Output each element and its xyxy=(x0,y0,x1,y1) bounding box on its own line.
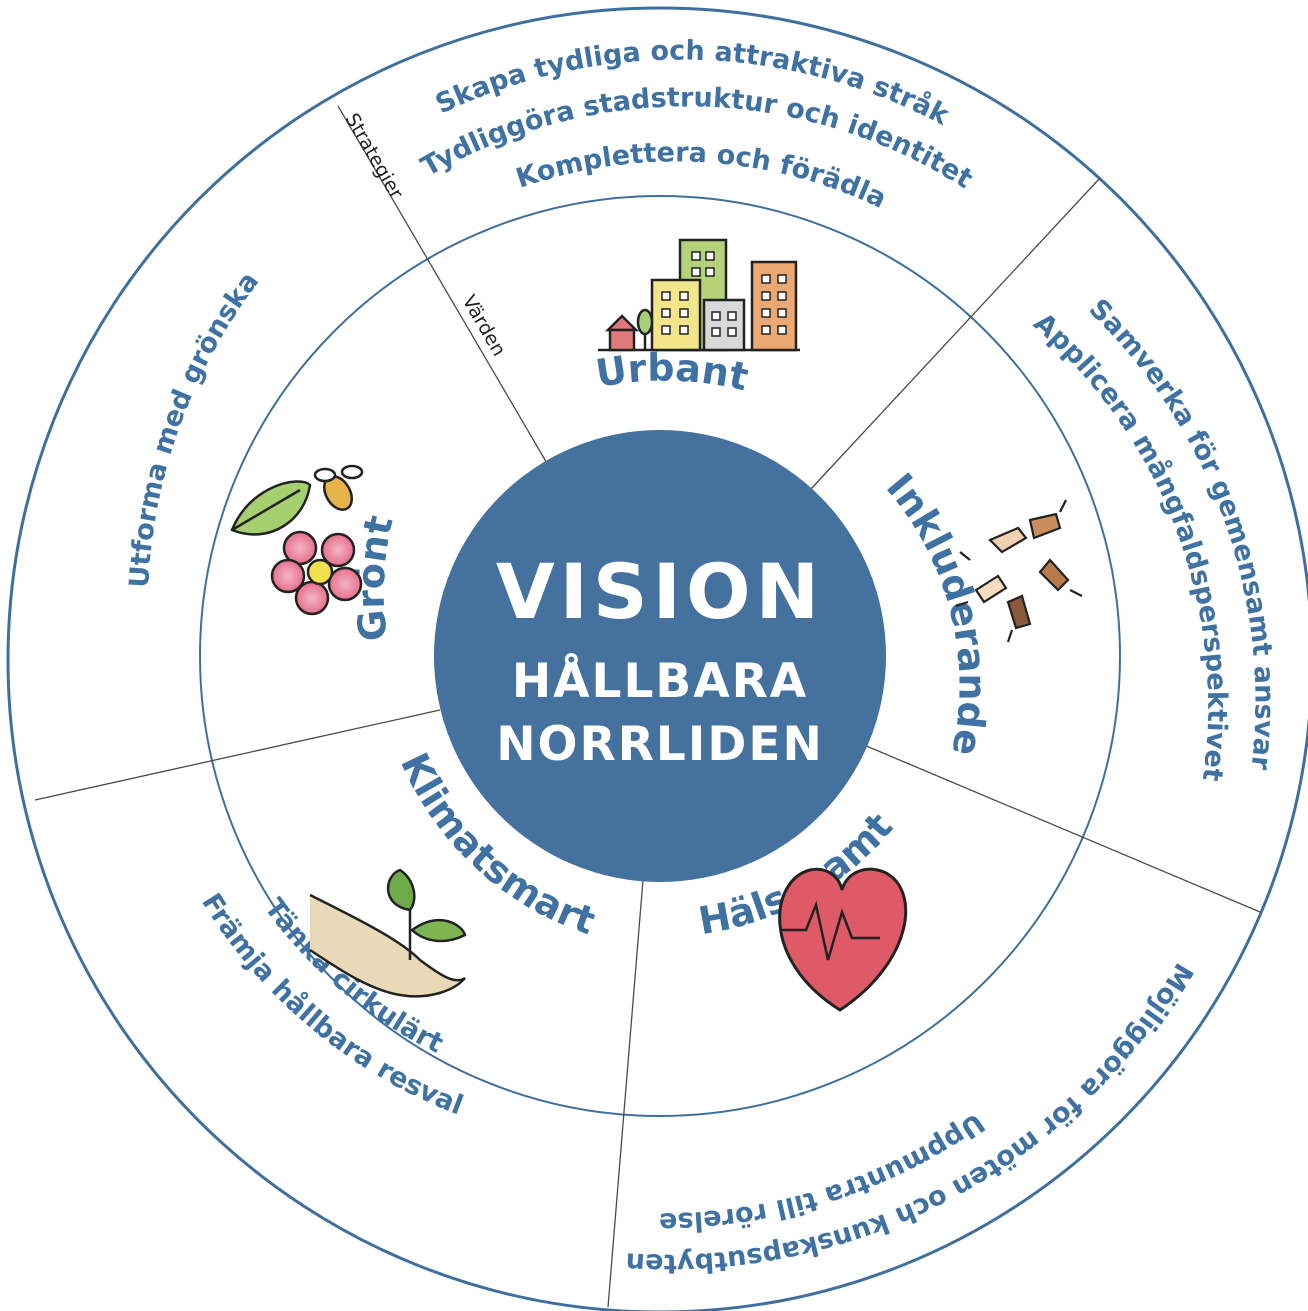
hands-circle-icon xyxy=(955,499,1083,643)
buildings-icon xyxy=(598,238,800,352)
center-title: VISION xyxy=(496,547,824,636)
heart-pulse-icon xyxy=(778,867,908,1012)
inner-ring xyxy=(199,195,1121,1117)
hand-sprout-icon xyxy=(309,868,467,998)
center-line-1: HÅLLBARA xyxy=(512,654,808,709)
divider-lines xyxy=(34,105,1261,1308)
center-circle xyxy=(434,430,886,882)
leaf-bee-flower-icon xyxy=(230,464,364,616)
center-line-2: NORRLIDEN xyxy=(496,717,824,772)
